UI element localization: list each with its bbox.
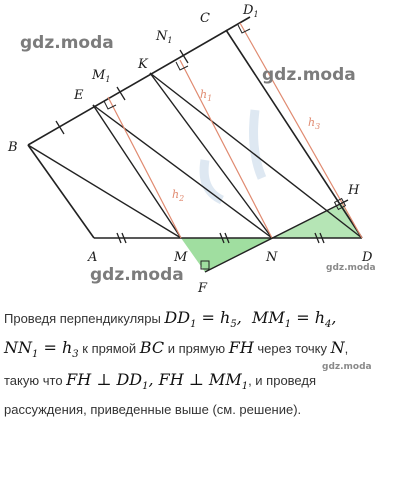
label-n1: N1: [155, 29, 172, 45]
tick-be: [55, 120, 65, 135]
ticks-nd: [314, 232, 325, 244]
label-n: N: [265, 250, 278, 265]
tick-kc: [179, 49, 189, 64]
watermark-small-1: gdz.moda: [326, 263, 376, 273]
ticks-mn: [219, 232, 230, 244]
height-mm1: [107, 96, 182, 239]
label-a: A: [87, 250, 97, 265]
text-line-4: рассуждения, приведенные выше (см. решен…: [4, 402, 302, 417]
label-b: B: [7, 140, 18, 155]
segment-kd: [149, 72, 363, 239]
side-ab: [27, 144, 95, 239]
side-bc: [27, 16, 251, 146]
label-e: E: [73, 88, 84, 103]
watermark-top-right: gdz.moda: [262, 65, 356, 85]
side-cd: [225, 29, 363, 239]
label-f: F: [197, 281, 208, 296]
right-angle-f: [200, 260, 210, 270]
watermark-top-left: gdz.moda: [20, 33, 114, 53]
geometry-figure: B E M1 K N1 C D1 A M N D F H h1 h2 h3 gd…: [7, 3, 376, 296]
text-line-2: NN1 = h3 к прямой BC и прямую FH через т…: [4, 338, 349, 361]
segment-bm: [27, 144, 182, 239]
right-angle-h: [333, 197, 347, 211]
tick-ek: [116, 86, 126, 101]
label-k: K: [137, 57, 149, 72]
right-angle-n1: [175, 61, 189, 71]
label-d: D: [361, 250, 373, 265]
segment-kn: [149, 72, 273, 239]
line-fh: [204, 199, 349, 273]
shaded-triangle-mnf: [181, 238, 272, 272]
ticks-am: [116, 232, 127, 244]
segment-em: [92, 104, 182, 239]
label-c: C: [200, 11, 210, 26]
watermark-small-2: gdz.moda: [322, 362, 372, 372]
label-h3: h3: [308, 116, 320, 131]
right-angle-d1: [237, 24, 251, 34]
label-d1: D1: [242, 3, 259, 19]
shaded-triangle-ndh: [272, 204, 362, 238]
text-line-3: такую что FH ⊥ DD1, FH ⊥ MM1, и проведя: [4, 370, 317, 393]
label-h1: h1: [200, 88, 212, 103]
height-nn1: [179, 59, 273, 239]
label-h: H: [347, 183, 360, 198]
text-line-1: Проведя перпендикуляры DD1 = h5, MM1 = h…: [4, 308, 337, 331]
height-dd1: [239, 22, 363, 239]
right-angle-m1: [103, 100, 117, 110]
label-h2: h2: [172, 188, 184, 203]
segment-en: [92, 104, 273, 239]
watermark-arc: [249, 109, 267, 180]
watermark-bottom-left: gdz.moda: [90, 265, 184, 285]
label-m1: M1: [91, 68, 110, 84]
label-m: M: [173, 250, 188, 265]
